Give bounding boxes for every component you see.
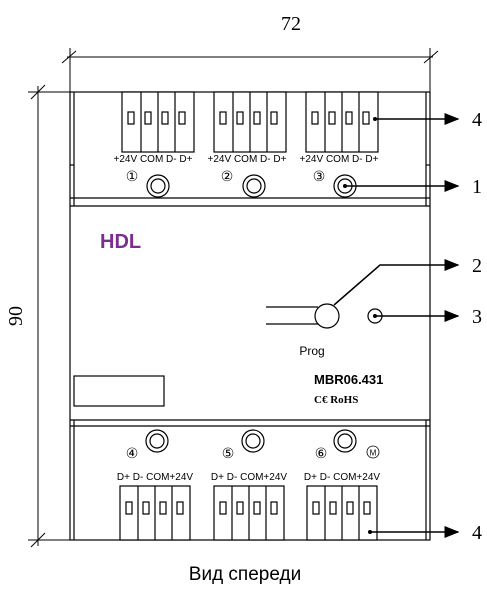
cert-marks: C€ RoHS <box>314 394 358 406</box>
bottom-connector-5 <box>213 485 285 541</box>
callout-2: 2 <box>472 255 482 277</box>
top-port-number-3: ③ <box>313 168 326 184</box>
top-connector-1 <box>121 91 195 153</box>
callout-4-top: 4 <box>472 109 482 131</box>
top-terminal-label-1: +24V COM D- D+ <box>114 154 193 165</box>
callout-4-bottom: 4 <box>472 522 482 544</box>
bottom-port-number-6: ⑥ <box>315 445 328 461</box>
height-label: 90 <box>5 306 27 326</box>
bottom-terminal-label-4: D+ D- COM+24V <box>117 472 193 483</box>
width-label: 72 <box>281 13 301 35</box>
bottom-port-number-5: ⑤ <box>222 445 235 461</box>
top-connector-3 <box>305 91 379 153</box>
callout-arrows <box>333 113 460 538</box>
top-terminal-label-2: +24V COM D- D+ <box>208 154 287 165</box>
bottom-port-number-4: ④ <box>126 445 139 461</box>
top-port-number-1: ① <box>126 168 139 184</box>
caption: Вид спереди <box>189 564 301 585</box>
bottom-connectors <box>119 485 378 541</box>
m-mark-circle <box>366 445 380 459</box>
bottom-terminal-label-5: D+ D- COM+24V <box>211 472 287 483</box>
callout-1: 1 <box>472 176 482 198</box>
top-terminal-label-3: +24V COM D- D+ <box>300 154 379 165</box>
width-dimension <box>61 48 439 92</box>
top-port-leds <box>146 174 357 198</box>
model-number: MBR06.431 <box>314 372 383 387</box>
brand-logo: HDL <box>100 231 141 253</box>
bottom-port-leds <box>145 429 357 453</box>
prog-button <box>266 303 340 329</box>
bottom-terminal-label-6: D+ D- COM+24V <box>304 472 380 483</box>
height-dimension <box>28 84 72 548</box>
top-connector-2 <box>213 91 287 153</box>
bottom-connector-4 <box>119 485 191 541</box>
top-connectors <box>121 91 379 153</box>
bottom-connector-6 <box>306 485 378 541</box>
callout-3: 3 <box>472 306 482 328</box>
prog-label: Prog <box>299 344 324 358</box>
top-port-number-2: ② <box>221 168 234 184</box>
m-mark: M <box>370 449 377 458</box>
